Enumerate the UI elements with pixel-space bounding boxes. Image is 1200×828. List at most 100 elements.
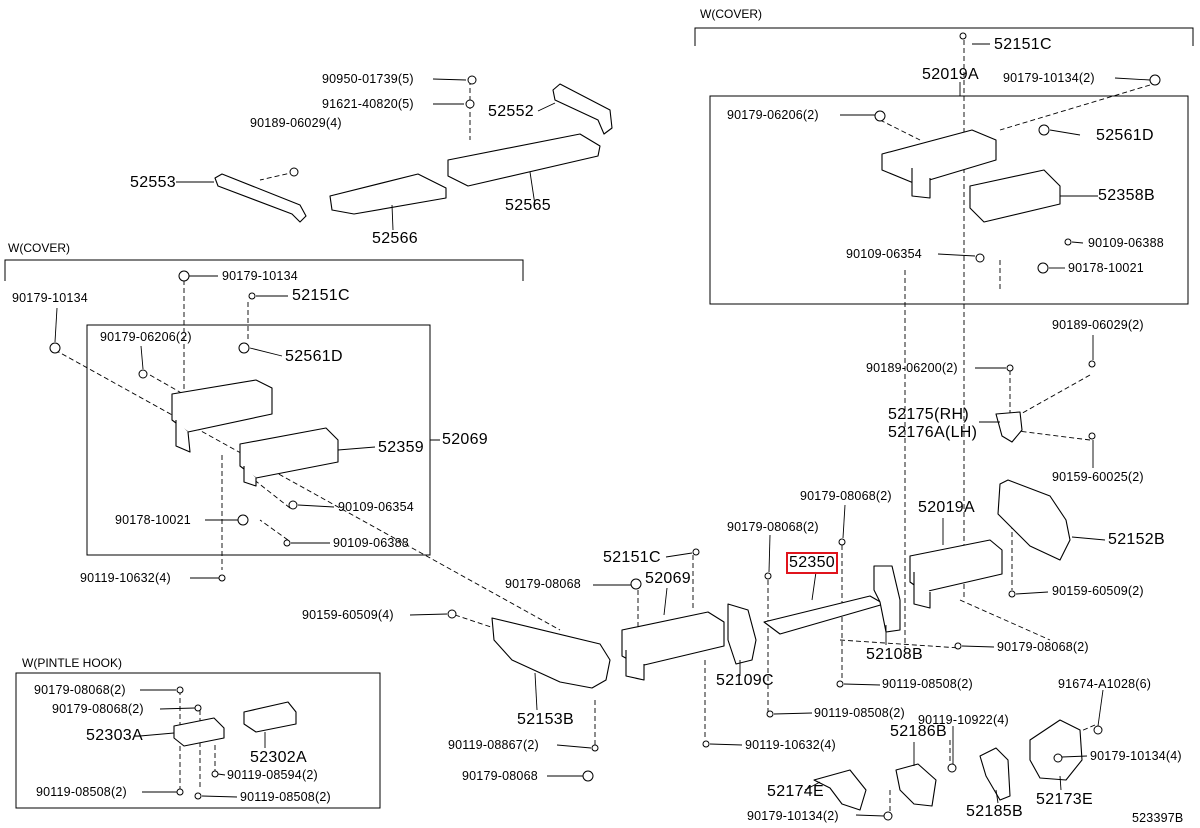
part-52152B <box>997 479 1071 561</box>
part-label[interactable]: 90119-10922(4) <box>918 713 1009 727</box>
part-label[interactable]: 52152B <box>1108 531 1165 548</box>
left-cover-bracket <box>4 259 524 281</box>
part-label[interactable]: 90109-06354 <box>338 500 414 514</box>
leader-lines <box>54 43 1151 817</box>
part-label[interactable]: 52303A <box>86 727 143 744</box>
part-label[interactable]: 90109-06354 <box>846 247 922 261</box>
part-52175-52176A <box>995 411 1023 443</box>
part-label[interactable]: 90179-10134(2) <box>747 809 839 823</box>
part-label[interactable]: 90179-10134(4) <box>1090 749 1182 763</box>
part-label[interactable]: 52565 <box>505 197 551 214</box>
part-label[interactable]: 90178-10021 <box>115 513 191 527</box>
part-label[interactable]: 91621-40820(5) <box>322 97 414 111</box>
part-label[interactable]: 90179-08068(2) <box>727 520 819 534</box>
part-52109C <box>727 603 757 665</box>
part-label[interactable]: 52151C <box>603 549 661 566</box>
part-label[interactable]: 52186B <box>890 723 947 740</box>
part-label[interactable]: 52069 <box>442 431 488 448</box>
part-label[interactable]: 90119-08508(2) <box>814 706 905 720</box>
part-52019A-top <box>881 129 997 185</box>
part-label[interactable]: 52176A(LH) <box>888 424 978 441</box>
part-label[interactable]: 90179-06206(2) <box>727 108 819 122</box>
part-52186B <box>895 763 937 807</box>
part-label[interactable]: 90179-10134 <box>222 269 298 283</box>
part-label[interactable]: 90179-08068(2) <box>34 683 126 697</box>
part-label[interactable]: 90179-08068(2) <box>997 640 1089 654</box>
part-label[interactable]: 52151C <box>292 287 350 304</box>
part-52303A <box>173 717 225 747</box>
part-label[interactable]: 52174E <box>767 783 824 800</box>
part-label[interactable]: 52185B <box>966 803 1023 820</box>
part-52302A <box>243 701 297 733</box>
part-label[interactable]: 90159-60509(4) <box>302 608 394 622</box>
part-label[interactable]: 52069 <box>645 570 691 587</box>
part-label[interactable]: 90179-08068 <box>462 769 538 783</box>
part-label[interactable]: 90189-06029(2) <box>1052 318 1144 332</box>
part-label[interactable]: 52359 <box>378 439 424 456</box>
part-52069-mid-side <box>625 650 645 681</box>
part-label[interactable]: 52302A <box>250 749 307 766</box>
part-label[interactable]: 90950-01739(5) <box>322 72 414 86</box>
part-label[interactable]: 91674-A1028(6) <box>1058 677 1152 691</box>
part-label[interactable]: 52019A <box>918 499 975 516</box>
right-cover-bracket <box>694 27 1194 46</box>
part-label-highlighted[interactable]: 52350 <box>786 552 838 574</box>
diagram-id: 523397B <box>1132 811 1184 825</box>
part-label[interactable]: 90178-10021 <box>1068 261 1144 275</box>
part-52350 <box>763 595 885 635</box>
part-label[interactable]: 90119-08508(2) <box>36 785 127 799</box>
part-label[interactable]: 90109-06388 <box>333 536 409 550</box>
part-52173E <box>1029 719 1083 781</box>
part-label[interactable]: 90189-06200(2) <box>866 361 958 375</box>
part-label[interactable]: 52553 <box>130 174 176 191</box>
part-52358B <box>969 169 1061 223</box>
part-label[interactable]: 90189-06029(4) <box>250 116 342 130</box>
part-label[interactable]: 90179-10134(2) <box>1003 71 1095 85</box>
part-label[interactable]: 52175(RH) <box>888 406 969 423</box>
part-52552 <box>552 83 613 135</box>
part-52108B <box>873 565 901 633</box>
part-label[interactable]: 90119-10632(4) <box>745 738 836 752</box>
pintle-hook-box <box>15 672 381 809</box>
part-52069-left-side <box>175 420 191 453</box>
header-left-cover: W(COVER) <box>8 241 70 255</box>
right-cover-box <box>709 95 1189 305</box>
part-label[interactable]: 52561D <box>285 348 343 365</box>
part-label[interactable]: 90119-08594(2) <box>227 768 318 782</box>
part-52174E <box>813 769 867 811</box>
part-label[interactable]: 90119-08867(2) <box>448 738 539 752</box>
part-label[interactable]: 52109C <box>716 672 774 689</box>
part-52153B <box>491 617 611 689</box>
part-label[interactable]: 90119-08508(2) <box>240 790 331 804</box>
part-52553 <box>214 173 307 223</box>
part-52565 <box>447 133 601 187</box>
part-label[interactable]: 52019A <box>922 66 979 83</box>
part-label[interactable]: 90119-08508(2) <box>882 677 973 691</box>
part-label[interactable]: 90179-08068(2) <box>52 702 144 716</box>
part-52069-mid <box>621 611 725 667</box>
part-label[interactable]: 90179-10134 <box>12 291 88 305</box>
header-right-cover: W(COVER) <box>700 7 762 21</box>
part-label[interactable]: 52552 <box>488 103 534 120</box>
part-52359-side <box>243 466 257 487</box>
part-label[interactable]: 52358B <box>1098 187 1155 204</box>
part-label[interactable]: 52108B <box>866 646 923 663</box>
header-pintle-hook: W(PINTLE HOOK) <box>22 656 123 670</box>
part-label[interactable]: 90159-60025(2) <box>1052 470 1144 484</box>
part-label[interactable]: 52561D <box>1096 127 1154 144</box>
part-label[interactable]: 52173E <box>1036 791 1093 808</box>
part-label[interactable]: 52566 <box>372 230 418 247</box>
part-label[interactable]: 90179-06206(2) <box>100 330 192 344</box>
part-label[interactable]: 90109-06388 <box>1088 236 1164 250</box>
part-52019A-top-side <box>911 168 931 199</box>
part-label[interactable]: 90179-08068 <box>505 577 581 591</box>
part-label[interactable]: 52153B <box>517 711 574 728</box>
part-label[interactable]: 52151C <box>994 36 1052 53</box>
part-label[interactable]: 90179-08068(2) <box>800 489 892 503</box>
part-52359 <box>239 427 339 479</box>
part-52566 <box>329 173 447 215</box>
part-label[interactable]: 90119-10632(4) <box>80 571 171 585</box>
part-label[interactable]: 90159-60509(2) <box>1052 584 1144 598</box>
